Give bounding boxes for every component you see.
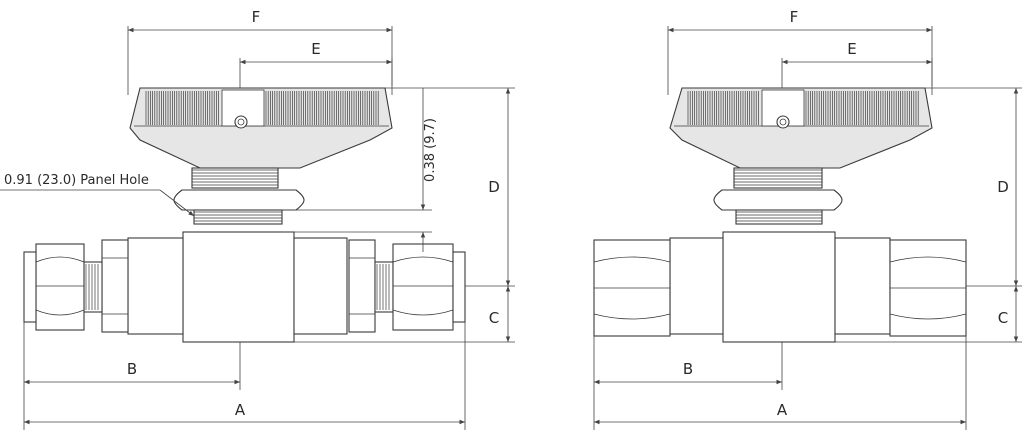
right-outlet-fitting: [889, 239, 967, 337]
right-set-screw-icon: [776, 115, 790, 129]
left-body-shoulder-right: [293, 237, 348, 335]
right-stem: [733, 167, 823, 189]
right-valve-body: [722, 231, 836, 343]
nut-height-note: 0.38 (9.7): [423, 118, 438, 182]
left-inlet-fitting: [23, 239, 129, 333]
left-dim-d-label: D: [488, 178, 500, 196]
left-outlet-fitting: [348, 239, 466, 333]
right-valve-view: F E D C B A: [593, 8, 1022, 430]
left-dim-c-label: C: [489, 309, 499, 327]
right-handle: [669, 87, 933, 169]
left-panel-nut: [173, 189, 305, 225]
left-valve-view: F E D C 0.38 (9.7) 0.91 (23.0) Panel Hol…: [0, 8, 515, 430]
left-valve-body: [182, 231, 295, 343]
right-dim-b-label: B: [683, 360, 693, 378]
left-dim-b-label: B: [127, 360, 137, 378]
right-handle-knurling: [687, 91, 919, 125]
panel-hole-note: 0.91 (23.0) Panel Hole: [4, 173, 149, 188]
right-dim-a-label: A: [777, 401, 788, 419]
left-dim-f-label: F: [252, 8, 261, 26]
left-body-shoulder-left: [127, 237, 184, 335]
left-set-screw-icon: [234, 115, 248, 129]
left-handle: [129, 87, 393, 169]
left-stem: [191, 167, 279, 189]
right-inlet-fitting: [593, 239, 671, 337]
right-dim-c-label: C: [998, 309, 1008, 327]
left-handle-knurling: [145, 91, 379, 125]
right-body-shoulder-right: [834, 237, 891, 335]
right-dim-e-label: E: [847, 40, 856, 58]
right-body-shoulder-left: [669, 237, 724, 335]
right-panel-nut: [713, 189, 843, 225]
right-dim-d-label: D: [997, 178, 1009, 196]
left-dim-a-label: A: [235, 401, 246, 419]
left-dim-e-label: E: [311, 40, 320, 58]
right-dim-f-label: F: [790, 8, 799, 26]
